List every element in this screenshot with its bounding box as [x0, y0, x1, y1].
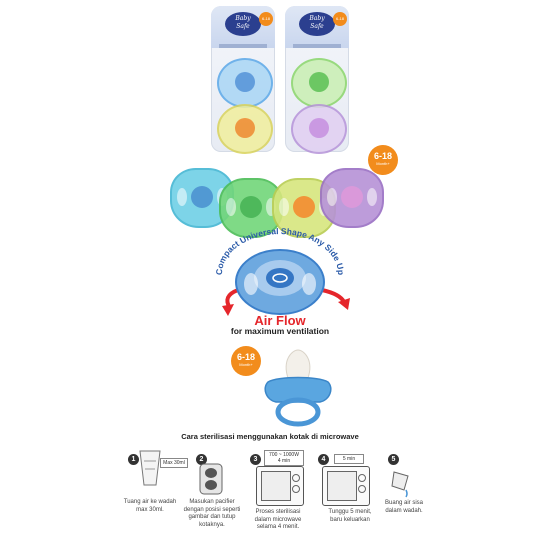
step-3-text: Proses sterilisasi dalam microwave selam…: [246, 509, 310, 532]
brand-logo: Baby Safe: [299, 12, 335, 36]
vent-hole: [266, 198, 276, 216]
knob-icon: [292, 485, 300, 493]
microwave-icon: [322, 466, 370, 506]
right-airflow-arrow-icon: [321, 288, 346, 304]
age-unit: Month+: [239, 362, 253, 367]
package-strip: [293, 44, 341, 48]
age-tag: 6-18: [333, 12, 347, 26]
lion-button-icon: [235, 118, 255, 138]
age-value: 6-18: [236, 352, 255, 362]
left-arrow-head-icon: [222, 304, 234, 316]
step-5-number: 5: [388, 454, 399, 465]
pacifier-dome-green: [291, 58, 347, 108]
hippo-button-icon: [191, 186, 213, 208]
step-3-power: 700 ~ 1000W: [269, 452, 299, 458]
age-value: 6-18: [373, 151, 392, 161]
vent-hole: [302, 273, 316, 295]
step-3-number: 3: [250, 454, 261, 465]
microwave-door: [261, 471, 291, 501]
pacifier-dome-purple: [291, 104, 347, 154]
lineup-age-badge: 6-18 Month+: [368, 145, 398, 175]
step-4-line-1: Tunggu 5 menit,: [328, 509, 372, 515]
pacifier-dome-blue: [217, 58, 273, 108]
shield: [264, 376, 332, 403]
vent-hole: [226, 198, 236, 216]
feature-diagram: Compact Universal Shape Any Side Up: [214, 228, 350, 316]
right-arrow-head-icon: [338, 298, 350, 310]
package-strip: [219, 44, 267, 48]
nipple: [285, 349, 311, 379]
step-3-line-1: Proses sterilisasi: [255, 509, 301, 515]
step-5-line-1: Buang air sisa: [384, 500, 424, 506]
package-green-purple: Baby Safe 6-18: [285, 6, 349, 154]
knob-icon: [292, 474, 300, 482]
step-2-text: Masukan pacifier dengan posisi seperti g…: [176, 499, 248, 529]
vent-hole: [327, 188, 337, 206]
knob-icon: [358, 485, 366, 493]
pacifier-dome-yellow: [217, 104, 273, 154]
brand-line-1: Baby: [235, 15, 251, 22]
brand-line-2: Safe: [236, 23, 250, 30]
microwave-panel: [358, 472, 366, 498]
product-age-badge: 6-18 Month+: [231, 346, 261, 376]
measuring-cup-icon: [139, 450, 161, 486]
brand-logo: Baby Safe: [225, 12, 261, 36]
brand-line-1: Baby: [309, 15, 325, 22]
step-3-line-2: dalam microwave: [254, 516, 302, 523]
lion-button-icon: [293, 196, 315, 218]
vent-hole: [367, 188, 377, 206]
vent-hole: [244, 273, 258, 295]
step-1-text: Tuang air ke wadah max 30ml.: [115, 499, 185, 514]
knob-icon: [358, 474, 366, 482]
age-tag: 6-18: [259, 12, 273, 26]
step-2-line-3: gambar dan tutup: [188, 514, 236, 520]
vent-hole: [177, 188, 187, 206]
step-1-line-1: Tuang air ke wadah: [123, 499, 177, 505]
microwave-panel: [292, 472, 300, 498]
pacifier-purple: [320, 168, 384, 228]
step-4-line-2: baru keluarkan: [330, 516, 370, 523]
step-4-wait-label: 5 min: [334, 454, 364, 464]
elephant-button-icon: [309, 118, 329, 138]
brand-line-2: Safe: [310, 23, 324, 30]
frog-button-icon: [240, 196, 262, 218]
package-blue-yellow: Baby Safe 6-18: [211, 6, 275, 154]
step-1-volume-label: Max 30ml: [160, 458, 188, 468]
center-button: [266, 268, 294, 288]
step-2-number: 2: [196, 454, 207, 465]
frog-button-icon: [309, 72, 329, 92]
instructions-title: Cara sterilisasi menggunakan kotak di mi…: [181, 432, 359, 441]
vent-hole: [279, 198, 289, 216]
microwave-icon: [256, 466, 304, 506]
feature-headline: Air Flow: [254, 313, 306, 328]
hippo-button-icon: [235, 72, 255, 92]
product-pacifier: [264, 349, 332, 427]
step-4-number: 4: [318, 454, 329, 465]
step-3-line-3: selama 4 menit.: [256, 524, 300, 530]
pour-water-icon: [391, 471, 409, 498]
button-ring: [272, 273, 288, 283]
step-3-duration: 4 min: [277, 458, 291, 464]
handle-ring: [275, 397, 321, 427]
elephant-button-icon: [341, 186, 363, 208]
step-1-number: 1: [128, 454, 139, 465]
sterilizer-box-icon: [199, 463, 223, 495]
pacifier-green: [219, 178, 283, 238]
step-1-line-2: max 30ml.: [136, 506, 164, 513]
step-4-text: Tunggu 5 menit, baru keluarkan: [318, 509, 382, 524]
age-unit: Month+: [376, 161, 390, 166]
step-2-line-1: Masukan pacifier: [189, 499, 235, 505]
step-3-power-label: 700 ~ 1000W 4 min: [264, 450, 304, 466]
microwave-door: [327, 471, 357, 501]
step-2-line-2: dengan posisi seperti: [183, 506, 241, 513]
step-5-text: Buang air sisa dalam wadah.: [378, 500, 430, 515]
step-5-line-2: dalam wadah.: [385, 507, 423, 514]
step-2-line-4: kotaknya.: [199, 521, 225, 528]
feature-subline: for maximum ventilation: [230, 326, 330, 336]
